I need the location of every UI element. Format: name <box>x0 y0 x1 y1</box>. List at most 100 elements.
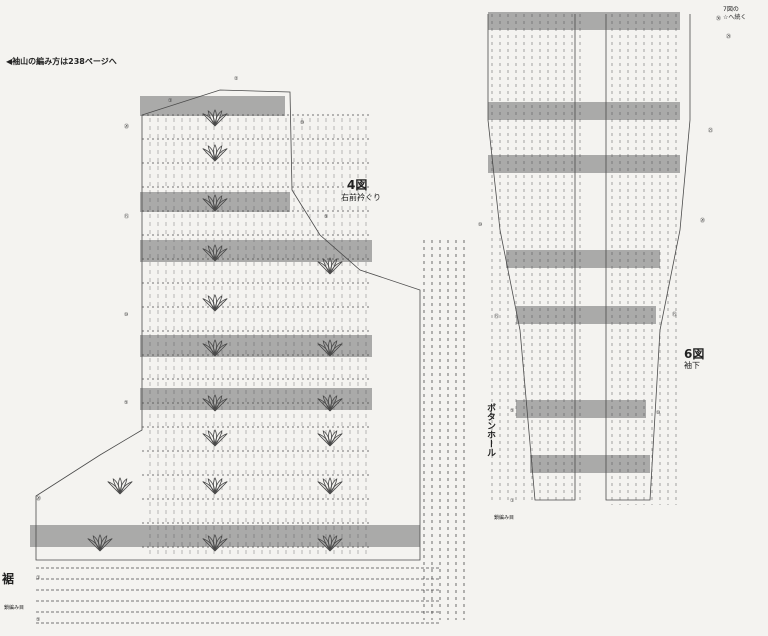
shell-petal <box>214 538 228 552</box>
shell-petal <box>329 343 343 357</box>
shell-motif <box>202 144 228 162</box>
shell-petal <box>213 294 217 312</box>
shell-petal <box>207 110 216 127</box>
shell-petal <box>328 429 332 447</box>
shell-motif <box>202 194 228 212</box>
row-marker-5-right: ⑤ <box>324 214 328 220</box>
row-marker-2-top: ② <box>234 76 239 82</box>
buttonhole-label: ボタンホール <box>485 403 495 457</box>
shell-petal <box>119 481 133 495</box>
shell-petal <box>322 535 331 552</box>
shell-petal <box>98 534 102 552</box>
stripe-row-9 <box>506 250 660 268</box>
figure-4-subtitle: 右前衿ぐり <box>341 193 381 202</box>
shell-motif <box>317 394 343 412</box>
shell-motif <box>202 477 228 495</box>
shell-motif <box>202 109 228 127</box>
shell-petal <box>322 395 331 412</box>
shell-petal <box>207 245 216 262</box>
shell-petal <box>92 535 101 552</box>
shell-petal <box>329 398 343 412</box>
shell-petal <box>207 395 216 412</box>
shell-petal <box>328 394 332 412</box>
shell-motif <box>202 294 228 312</box>
sleeve-right-outline <box>605 14 691 501</box>
shaded-stripe-rows <box>30 12 680 547</box>
shell-motif <box>202 394 228 412</box>
shell-petal <box>329 538 343 552</box>
shell-motif <box>202 244 228 262</box>
row-marker-1-hem: ① <box>36 575 41 581</box>
shell-motif <box>317 534 343 552</box>
shell-petal <box>329 481 343 495</box>
stripe-row-12 <box>530 455 650 473</box>
starting-chain-label-sleeve: 鎖編み目 <box>494 515 515 521</box>
shell-motif <box>202 339 228 357</box>
row-marker-20-left: ⑳ <box>36 495 41 502</box>
shell-petal <box>214 148 228 162</box>
shell-petal <box>99 538 113 552</box>
figure-4-title: 4図 <box>347 178 368 192</box>
shell-petal <box>322 258 331 275</box>
row-marker-5-sleeve: ⑤ <box>510 408 514 414</box>
sleeve-cap-reference-note: ◀袖山の編み方は238ページへ <box>6 57 117 66</box>
figure-4-outline <box>35 89 421 561</box>
continue-line-2: ☆へ続く <box>723 14 747 21</box>
row-number-markers: ⑳ ① ⑤ ⑳ ⑮ ⑩ ⑤ ① ② ⑩ ⑤ ⑩ ⑮ ⑤ ① ㉚ ㉙ ㉕ ⑳ ⑮ … <box>36 15 731 623</box>
hem-label: 裾 <box>2 572 15 586</box>
stitch-symbols <box>35 14 691 624</box>
row-marker-5-hem: ⑤ <box>36 617 40 623</box>
stripe-row-2 <box>140 335 372 357</box>
row-marker-1-sleeve: ① <box>510 498 515 504</box>
stripe-row-4 <box>140 192 290 212</box>
row-marker-30: ㉚ <box>716 15 721 22</box>
shell-petal <box>322 478 331 495</box>
shell-petal <box>329 433 343 447</box>
shell-petal <box>214 481 228 495</box>
shell-petal <box>213 109 217 127</box>
figure-6-title: 6図 <box>684 347 705 361</box>
row-marker-10-left: ⑩ <box>124 312 129 318</box>
shell-motif <box>317 429 343 447</box>
stripe-row-0 <box>30 525 420 547</box>
shell-petal <box>322 430 331 447</box>
row-marker-1-top: ① <box>168 98 173 104</box>
shell-motif <box>87 534 113 552</box>
continue-to-figure-7-note: 7図の ☆へ続く <box>723 6 746 22</box>
shell-petal <box>214 298 228 312</box>
row-marker-5-left: ⑤ <box>124 400 128 406</box>
sleeve-left-outline <box>487 14 576 501</box>
shell-petal <box>207 430 216 447</box>
stripe-row-6 <box>488 12 680 30</box>
stripe-row-7 <box>488 102 680 120</box>
continue-line-1: 7図の <box>723 6 739 13</box>
stripe-row-1 <box>140 388 372 410</box>
stripe-row-10 <box>516 306 656 324</box>
shell-petal <box>213 244 217 262</box>
stripe-row-3 <box>140 240 372 262</box>
shell-petal <box>207 145 216 162</box>
shell-petal <box>214 398 228 412</box>
shell-petal <box>328 339 332 357</box>
shell-petal <box>214 113 228 127</box>
shell-petal <box>213 534 217 552</box>
shell-motif <box>107 477 133 495</box>
row-marker-15-left: ⑮ <box>124 213 129 220</box>
row-marker-10-right: ⑩ <box>300 120 305 126</box>
shell-petal <box>207 340 216 357</box>
shell-petal <box>214 343 228 357</box>
shell-motif <box>317 339 343 357</box>
shell-petal <box>328 257 332 275</box>
row-marker-20-sleeve: ⑳ <box>700 217 705 224</box>
shell-petal <box>214 198 228 212</box>
shell-petal <box>118 477 122 495</box>
row-marker-15-sleeve: ⑮ <box>494 313 499 320</box>
figure-6-subtitle: 袖下 <box>684 361 700 370</box>
shell-petal <box>213 477 217 495</box>
row-marker-15-sleeve-right: ⑮ <box>672 311 677 318</box>
shell-motif <box>202 534 228 552</box>
shell-petal <box>213 194 217 212</box>
row-marker-25: ㉕ <box>708 127 713 134</box>
shell-petal <box>214 248 228 262</box>
